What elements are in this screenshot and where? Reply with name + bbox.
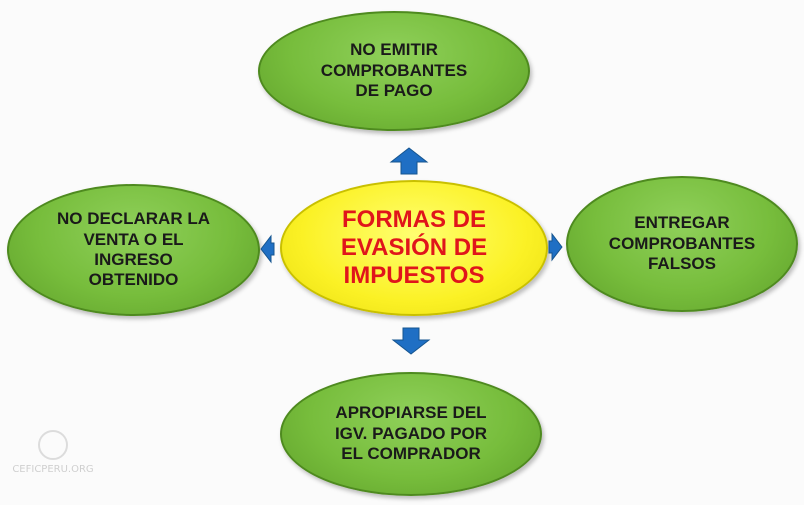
node-left-line: INGRESO [94,250,173,269]
node-right-label: ENTREGAR COMPROBANTES FALSOS [609,213,755,274]
arrow-left-icon [260,234,275,264]
node-bottom: APROPIARSE DEL IGV. PAGADO POR EL COMPRA… [280,372,542,496]
node-center-label: FORMAS DE EVASIÓN DE IMPUESTOS [341,206,487,291]
node-right-line: FALSOS [647,254,716,274]
node-right-line: ENTREGAR [634,213,730,233]
node-top: NO EMITIR COMPROBANTES DE PAGO [258,11,530,131]
node-top-line: COMPROBANTES [320,60,468,80]
node-left-line: NO DECLARAR LA [57,209,210,229]
node-right: ENTREGAR COMPROBANTES FALSOS [566,176,798,312]
arrow-right-icon [548,232,563,262]
watermark-text: CEFICPERU.ORG [12,464,94,475]
node-top-label: NO EMITIR COMPROBANTES DE PAGO [321,40,467,101]
node-center: FORMAS DE EVASIÓN DE IMPUESTOS [280,180,548,316]
node-center-line: FORMAS DE [342,205,486,233]
node-left-label: NO DECLARAR LA VENTA O EL INGRESO OBTENI… [57,209,210,291]
node-top-line: NO EMITIR [350,40,438,60]
watermark: CEFICPERU.ORG [8,430,98,475]
node-right-line: COMPROBANTES [608,233,756,253]
node-center-line: EVASIÓN DE [340,233,488,261]
node-center-line: IMPUESTOS [343,262,485,290]
arrow-up-icon [389,147,429,175]
node-bottom-line: APROPIARSE DEL [335,403,487,423]
watermark-logo-icon [38,430,68,460]
node-bottom-line: IGV. PAGADO POR [334,423,488,443]
node-left-line: VENTA O EL [83,229,184,249]
node-bottom-line: EL COMPRADOR [341,444,481,464]
arrow-down-icon [391,327,431,355]
node-top-line: DE PAGO [355,81,433,101]
node-left: NO DECLARAR LA VENTA O EL INGRESO OBTENI… [7,184,260,316]
node-left-line: OBTENIDO [88,270,179,290]
node-bottom-label: APROPIARSE DEL IGV. PAGADO POR EL COMPRA… [335,403,487,464]
